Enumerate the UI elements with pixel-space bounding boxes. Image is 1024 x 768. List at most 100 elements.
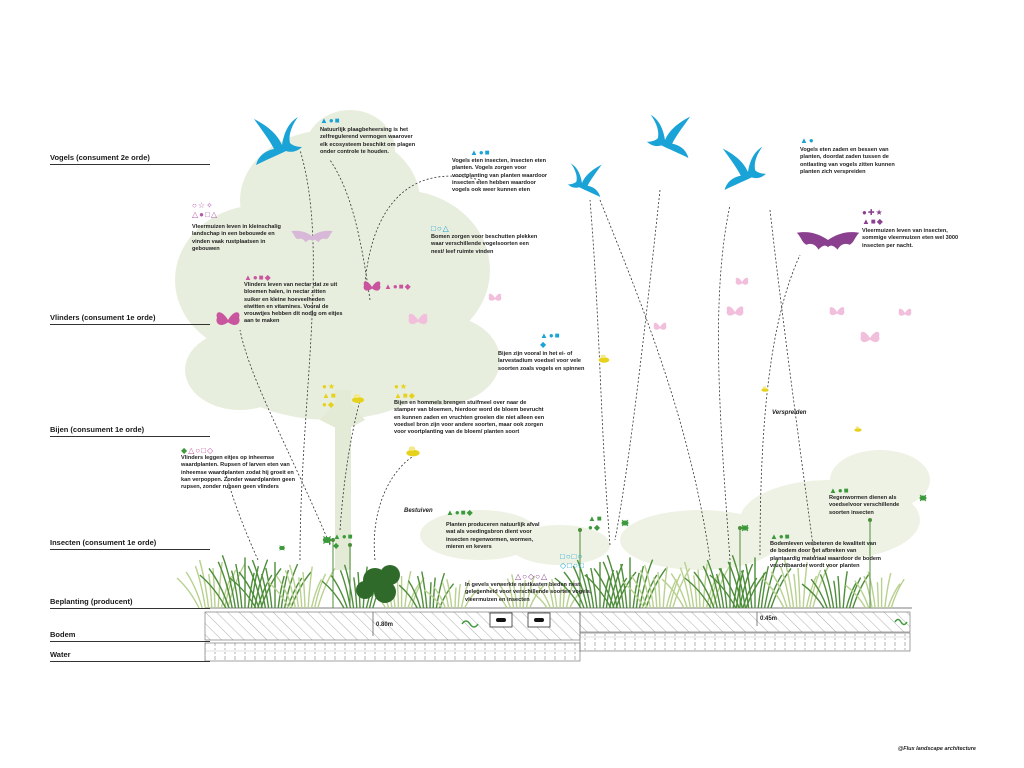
note-vlinders-nectar: Vlinders leven van nectar dat ze uit blo… — [244, 282, 343, 325]
butterfly-icon — [860, 331, 880, 343]
flower-stalk — [578, 528, 582, 608]
note-regenwormen: Regenwormen dienen als voedselvoor versc… — [829, 495, 900, 516]
level-divider — [50, 324, 210, 325]
symbol-group: ●✚★▲■◆ — [862, 208, 884, 226]
butterfly-icon — [898, 308, 912, 316]
grass-tuft — [266, 564, 336, 609]
arrow-path — [224, 469, 259, 561]
bee-icon — [406, 446, 420, 457]
butterfly-icon — [216, 312, 240, 325]
arrow-path — [239, 329, 331, 546]
insect-icon — [919, 494, 927, 502]
tree-trunk — [320, 390, 365, 570]
note-vleermuizen-leven: Vleermuizen leven in kleinschalig landsc… — [192, 224, 281, 252]
grass-tuft — [709, 554, 792, 609]
level-label-vogels: Vogels (consument 2e orde) — [50, 153, 150, 162]
bird-icon — [647, 114, 691, 158]
level-label-vlinders: Vlinders (consument 1e orde) — [50, 313, 156, 322]
worm-icon — [894, 618, 908, 626]
grass-tuft — [423, 579, 480, 609]
bee-icon — [854, 426, 862, 432]
note-vleermuizen-eten: Vleermuizen leven van insecten, sommige … — [862, 228, 959, 249]
level-divider — [50, 641, 210, 642]
butterfly-icon — [653, 322, 667, 330]
worm-icon — [461, 620, 479, 628]
arrow-path — [599, 199, 711, 561]
symbol-group: ○☆✧△●□△ — [192, 201, 218, 219]
note-vogels-zaden: Vogels eten zaden en bessen van planten,… — [800, 147, 895, 175]
symbol-group: ●★▲■●◆ — [322, 382, 337, 409]
symbol-group: □○□○◇□○□ — [560, 552, 585, 570]
note-vlinders-eitjes: Vlinders leggen eitjes op inheemse waard… — [181, 455, 296, 491]
interaction-arrows — [224, 149, 816, 561]
level-divider — [50, 549, 210, 550]
arrow-path — [589, 199, 611, 546]
dimension-left: 0.80m — [376, 622, 394, 628]
soil-right — [579, 611, 911, 633]
grass-tuft — [528, 579, 585, 609]
arrow-path — [769, 209, 816, 561]
note-bodemleven: Bodemleven verbeteren de kwaliteit van d… — [770, 541, 881, 569]
symbol-group: ▲●■◆ — [384, 282, 412, 291]
arrow-path — [364, 175, 481, 286]
symbol-group: ●★▲■◆ — [394, 382, 416, 400]
butterfly-icon — [829, 307, 845, 316]
animals — [216, 114, 927, 551]
background-vegetation — [420, 450, 930, 570]
insect-icon — [279, 545, 285, 551]
grass-tuft — [761, 559, 831, 609]
level-label-beplanting: Beplanting (producent) — [50, 597, 133, 606]
bird-icon — [568, 163, 602, 197]
note-bijen-hommels: Bijen en hommels brengen stuifmeel over … — [394, 400, 545, 436]
bee-icon — [598, 354, 610, 363]
symbol-group: ◆△○□◇ — [181, 446, 215, 455]
butterfly-icon — [363, 281, 381, 291]
flower-stalk — [348, 543, 352, 608]
level-divider — [50, 436, 210, 437]
note-gevels: In gevels verwerkte nestkasten bieden ne… — [465, 582, 592, 603]
note-vogels-insecten: Vogels eten insecten, insecten eten plan… — [452, 158, 548, 194]
note-bomen: Bomen zorgen voor beschutten plekken waa… — [431, 234, 538, 255]
flower-stalk — [868, 518, 872, 608]
symbol-group: ▲●■ — [829, 486, 850, 495]
bird-icon — [722, 146, 766, 190]
arrow-path — [339, 399, 361, 531]
level-label-bodem: Bodem — [50, 630, 76, 639]
symbol-group: ▲●■ — [770, 532, 791, 541]
butterfly-icon — [726, 306, 744, 316]
note-planten-afval: Planten produceren natuurlijk afval wat … — [446, 522, 540, 550]
insect-icon — [741, 524, 749, 532]
bird-icon — [254, 117, 302, 165]
label-verspreiden: Verspreiden — [772, 410, 807, 416]
bat-icon — [796, 232, 860, 250]
arrow-path — [373, 454, 416, 561]
symbol-group: ▲●■ — [320, 116, 341, 125]
grass-tuft — [621, 564, 691, 609]
bat-icon — [291, 230, 333, 243]
symbol-group: ▲●■ — [470, 148, 491, 157]
symbol-group: ▲● — [800, 136, 815, 145]
grass-tuft — [199, 554, 282, 609]
level-divider — [50, 661, 210, 662]
level-label-bijen: Bijen (consument 1e orde) — [50, 425, 145, 434]
flower-stalk — [331, 538, 335, 608]
bee-icon — [352, 394, 364, 403]
insect-icon — [621, 519, 629, 527]
nest-box-icon — [489, 612, 551, 628]
dimension-right: 0.45m — [760, 616, 778, 622]
arrow-path — [718, 204, 731, 561]
bee-icon — [761, 386, 769, 392]
symbol-group: ▲●■◆ — [540, 331, 561, 349]
tree-canopy — [175, 110, 500, 420]
grass-tuft — [845, 571, 905, 609]
water-layer-right — [579, 632, 911, 652]
label-bestuiven: Bestuiven — [404, 508, 433, 514]
symbol-group: ▲■●◆ — [588, 514, 603, 532]
flower-stalk — [738, 526, 742, 608]
water-layer-left — [204, 642, 581, 662]
symbol-group: □○△ — [431, 224, 450, 233]
butterfly-icon — [735, 277, 749, 285]
note-natuurlijk: Natuurlijk plaagbeheersing is het zelfre… — [320, 127, 416, 155]
